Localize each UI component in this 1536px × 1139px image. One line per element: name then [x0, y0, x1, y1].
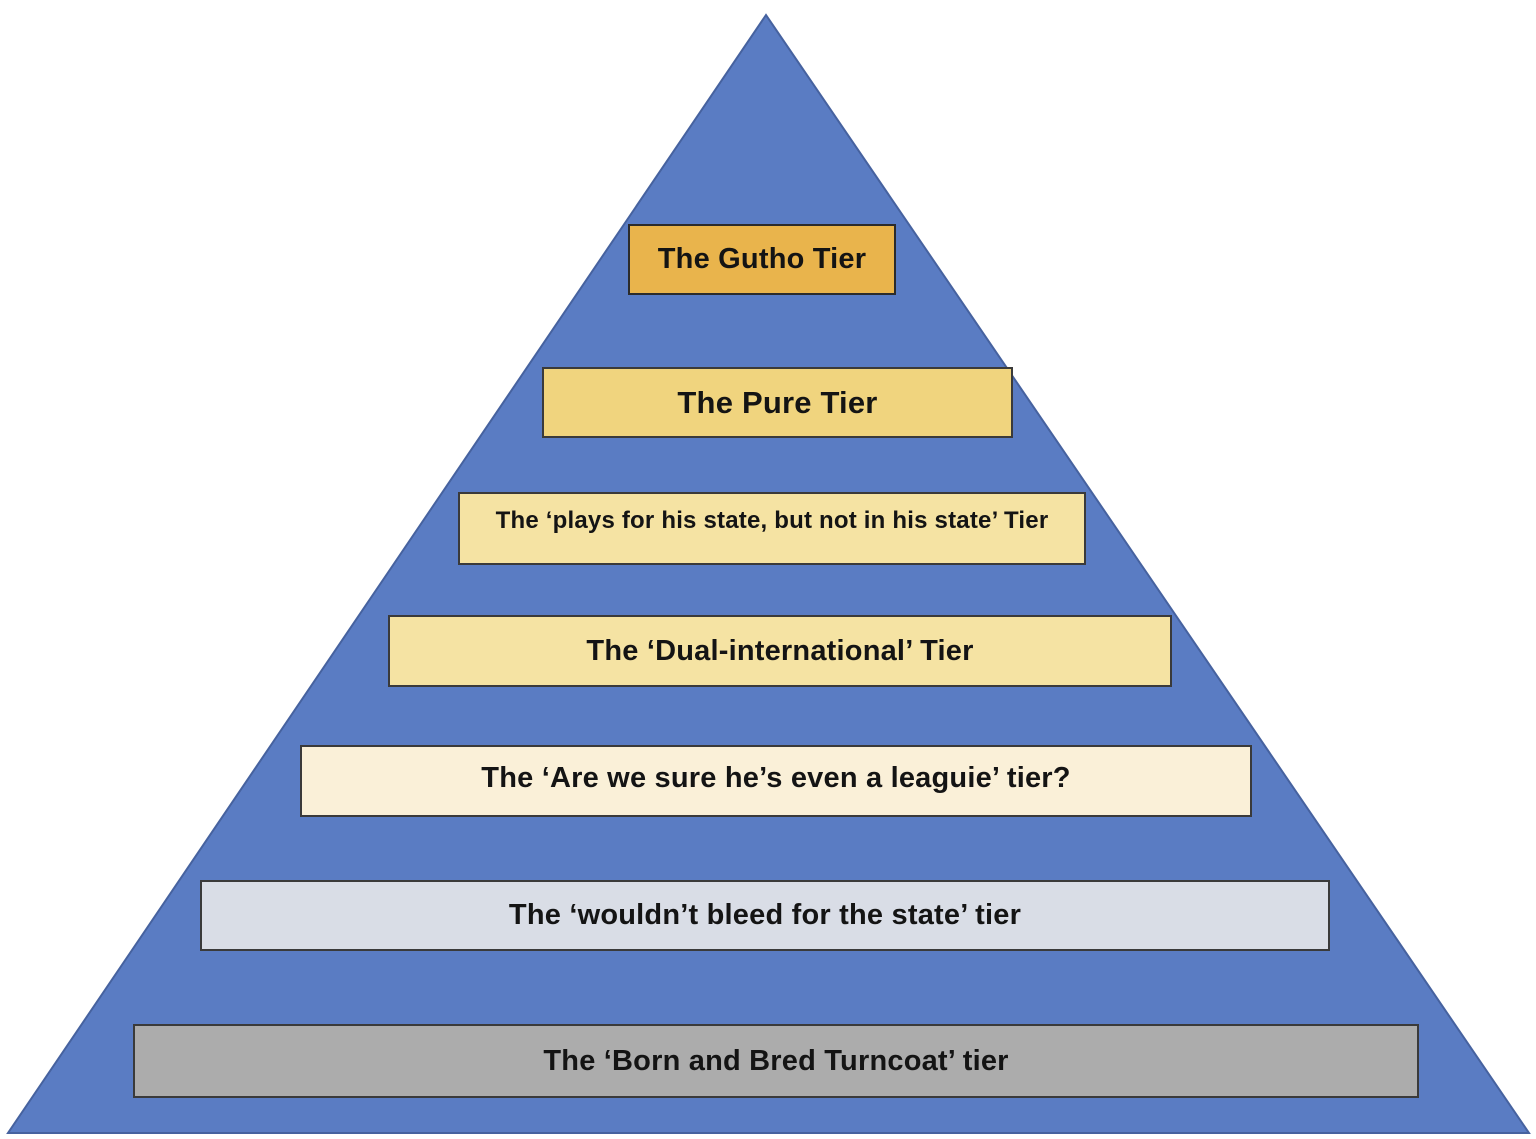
tier-label: The Gutho Tier	[657, 243, 867, 275]
tier-bar-plays-for-state-not-in-state: The ‘plays for his state, but not in his…	[458, 492, 1086, 565]
tier-bar-even-a-leaguie: The ‘Are we sure he’s even a leaguie’ ti…	[300, 745, 1252, 817]
tier-label: The ‘Dual-international’ Tier	[586, 634, 974, 667]
tier-label: The ‘plays for his state, but not in his…	[495, 506, 1049, 534]
tier-label: The ‘Born and Bred Turncoat’ tier	[543, 1044, 1009, 1077]
tier-bar-wouldnt-bleed: The ‘wouldn’t bleed for the state’ tier	[200, 880, 1330, 951]
pyramid-triangle-shape	[6, 13, 1531, 1134]
tier-bar-dual-international: The ‘Dual-international’ Tier	[388, 615, 1172, 687]
tier-label: The ‘Are we sure he’s even a leaguie’ ti…	[481, 761, 1071, 794]
tier-label: The Pure Tier	[677, 384, 878, 420]
tier-bar-pure: The Pure Tier	[542, 367, 1013, 438]
tier-bar-born-and-bred-turncoat: The ‘Born and Bred Turncoat’ tier	[133, 1024, 1419, 1098]
tier-bar-gutho: The Gutho Tier	[628, 224, 896, 295]
tier-label: The ‘wouldn’t bleed for the state’ tier	[508, 899, 1022, 931]
